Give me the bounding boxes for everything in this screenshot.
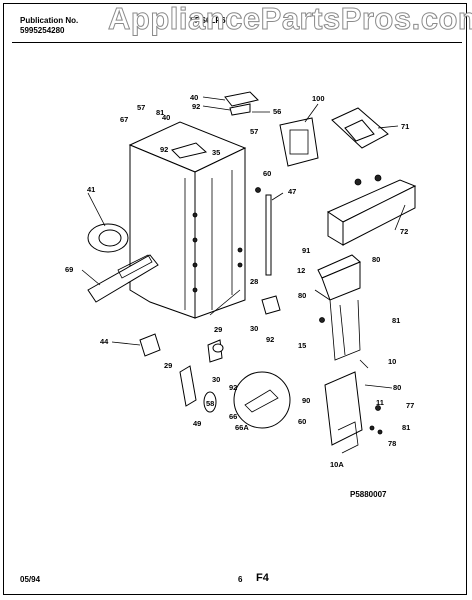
callout-78: 78: [388, 439, 396, 448]
callout-77: 77: [406, 401, 414, 410]
callout-60: 60: [263, 169, 271, 178]
door-frame-10: [314, 254, 361, 361]
callout-66: 66: [229, 412, 237, 421]
callout-10: 10: [388, 357, 396, 366]
model-number: FRS6LR6E: [190, 16, 231, 25]
callout-29: 29: [214, 325, 222, 334]
callout-15: 15: [298, 341, 306, 350]
callout-91: 91: [302, 246, 310, 255]
callout-81-b: 81: [392, 316, 400, 325]
footer-page: 6: [238, 575, 243, 584]
callout-28: 28: [250, 277, 258, 286]
callout-100: 100: [312, 94, 325, 103]
panel-69: [87, 254, 159, 303]
callout-81: 81: [156, 108, 164, 117]
watermark: AppliancePartsPros.com: [108, 1, 472, 37]
callout-40-b: 40: [162, 113, 170, 122]
ring-41: [87, 223, 129, 253]
bottom-hinge: [179, 365, 217, 413]
callout-60-b: 60: [298, 417, 306, 426]
callout-80-c: 80: [393, 383, 401, 392]
callout-69: 69: [65, 265, 73, 274]
cabinet: [128, 121, 247, 319]
callout-10a: 10A: [330, 460, 344, 469]
publication-number: 5995254280: [20, 26, 65, 35]
block-44: [139, 333, 161, 357]
callout-80-b: 80: [298, 291, 306, 300]
callout-30-b: 30: [212, 375, 220, 384]
detail-66: [233, 371, 291, 429]
footer-date: 05/94: [20, 575, 41, 584]
strip-47: [255, 187, 272, 276]
callout-57-b: 57: [250, 127, 258, 136]
callout-11: 11: [376, 398, 384, 407]
leader-lines: [81, 96, 406, 389]
callout-57: 57: [137, 103, 145, 112]
callout-12: 12: [297, 266, 305, 275]
plate-10a: [324, 371, 383, 454]
callout-29-b: 29: [164, 361, 172, 370]
callout-80: 80: [372, 255, 380, 264]
callout-92-c: 92: [266, 335, 274, 344]
callout-90: 90: [302, 396, 310, 405]
callout-71: 71: [401, 122, 409, 131]
callout-41: 41: [87, 185, 95, 194]
callout-92-d: 92: [229, 383, 237, 392]
callout-72: 72: [400, 227, 408, 236]
top-hinge-part: [171, 91, 259, 159]
figure-id: P5880007: [350, 490, 387, 499]
callout-92: 92: [192, 102, 200, 111]
callout-81-c: 81: [402, 423, 410, 432]
callout-40: 40: [190, 93, 198, 102]
bracket-100: [279, 117, 319, 167]
header-rule: [12, 42, 462, 43]
rail-72: [326, 179, 417, 246]
callout-66a: 66A: [235, 423, 249, 432]
callout-92-b: 92: [160, 145, 168, 154]
callout-44: 44: [100, 337, 109, 346]
callout-49: 49: [193, 419, 201, 428]
callout-30: 30: [250, 324, 258, 333]
footer-section: F4: [256, 572, 269, 584]
callout-58: 58: [206, 399, 214, 408]
callout-56: 56: [273, 107, 281, 116]
page-frame: [3, 3, 467, 595]
publication-label: Publication No.: [20, 16, 79, 25]
cover-71: [331, 107, 389, 186]
callout-35: 35: [212, 148, 220, 157]
callout-67: 67: [120, 115, 128, 124]
bracket-28: [207, 295, 281, 363]
callout-47: 47: [288, 187, 296, 196]
